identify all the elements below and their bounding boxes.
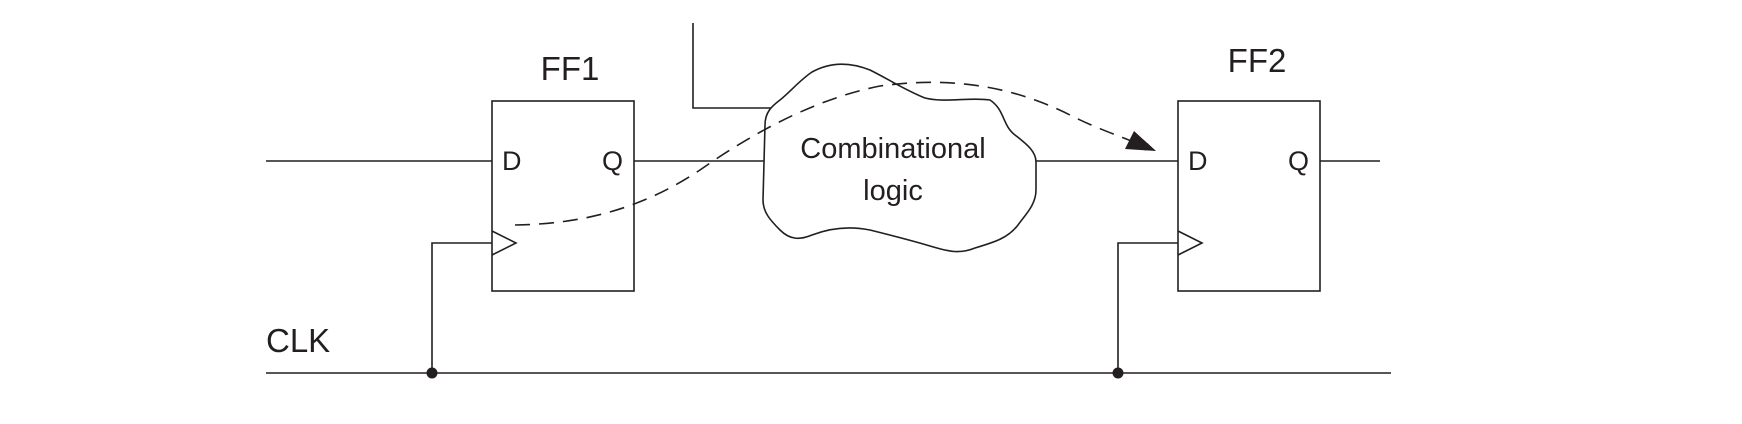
ff1-clk-junction-dot	[426, 367, 438, 379]
ff2-q-pin-label: Q	[1288, 146, 1309, 176]
ff2-clk-junction-dot	[1112, 367, 1124, 379]
ff2-title: FF2	[1228, 42, 1287, 79]
cloud-outline	[762, 63, 1037, 253]
ff2-d-pin-label: D	[1188, 146, 1208, 176]
ff2-box	[1177, 100, 1321, 292]
ff2-block: FF2 D Q	[1177, 42, 1321, 292]
clk-label: CLK	[266, 322, 330, 359]
ff1-block: FF1 D Q	[491, 50, 635, 292]
ff1-d-pin-label: D	[502, 146, 522, 176]
ff2-clk-wire	[1117, 242, 1178, 373]
timing-path-arrowhead-icon	[1125, 131, 1156, 151]
ff1-box	[491, 100, 635, 292]
ff1-clock-triangle	[491, 230, 518, 256]
logic-side-input-wire	[692, 23, 778, 109]
combinational-logic-cloud: Combinational logic	[762, 63, 1037, 253]
logic-label-line2: logic	[863, 175, 923, 207]
timing-path-arrow	[514, 81, 1155, 226]
ff1-clk-wire	[431, 242, 492, 373]
ff2-clock-triangle	[1177, 230, 1204, 256]
ff1-title: FF1	[541, 50, 600, 87]
logic-label-line1: Combinational	[800, 133, 985, 165]
ff1-q-pin-label: Q	[602, 146, 623, 176]
